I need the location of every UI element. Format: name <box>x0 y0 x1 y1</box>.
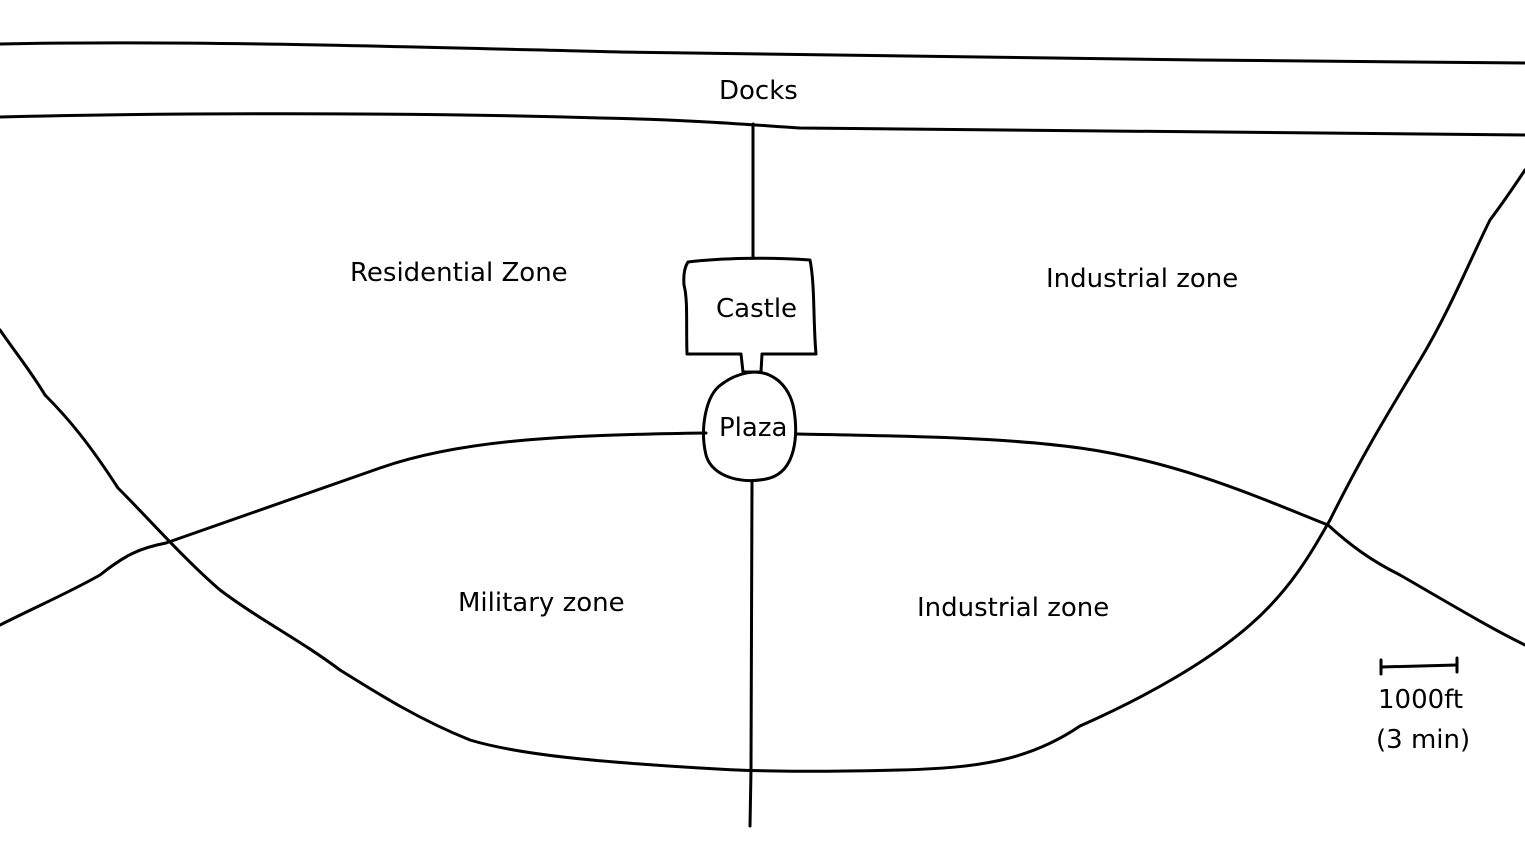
castle-label: Castle <box>716 294 798 324</box>
scale-time-label: (3 min) <box>1376 725 1471 755</box>
industrial-zone-north-label: Industrial zone <box>1046 264 1239 294</box>
road-outer-east <box>1326 523 1525 647</box>
plaza-label: Plaza <box>719 413 788 443</box>
residential-zone-label: Residential Zone <box>350 258 568 288</box>
docks-label: Docks <box>719 76 798 106</box>
road-plaza-east <box>795 432 1330 527</box>
road-outer-west <box>0 541 168 627</box>
military-zone-label: Military zone <box>458 588 625 618</box>
scale-bar <box>1379 663 1459 669</box>
scale-distance-label: 1000ft <box>1378 685 1464 715</box>
river-south-bank <box>0 112 1525 137</box>
castle-outline <box>682 256 818 374</box>
industrial-zone-south-label: Industrial zone <box>917 593 1110 623</box>
plaza-outline <box>702 370 798 483</box>
road-plaza-south <box>748 479 754 828</box>
road-plaza-west <box>164 431 708 545</box>
city-wall <box>0 168 1525 773</box>
river-north-bank <box>0 41 1525 65</box>
